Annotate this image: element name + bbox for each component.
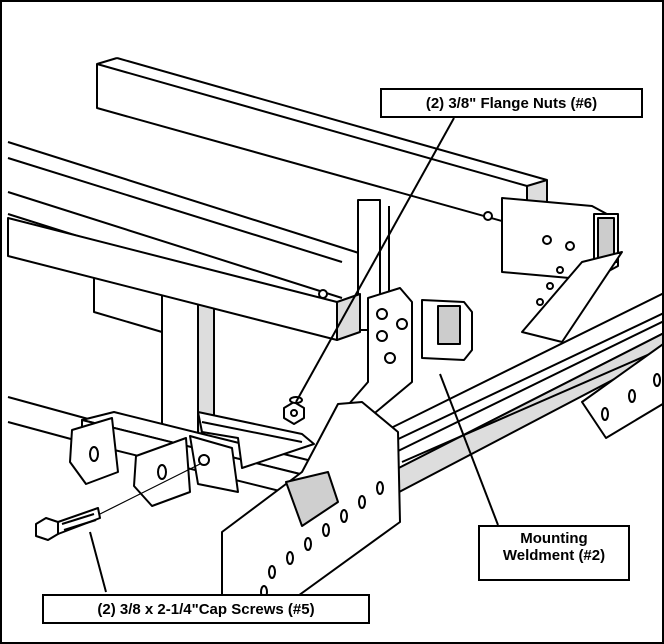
callout-cap-screws: (2) 3/8 x 2-1/4"Cap Screws (#5) [42, 594, 370, 624]
rear-frame-tube [96, 57, 548, 229]
callout-weldment-line2: Weldment (#2) [502, 547, 606, 564]
callout-weldment-line1: Mounting [520, 530, 588, 547]
callout-mounting-weldment: Mounting Weldment (#2) [478, 525, 630, 581]
angled-bracket [521, 251, 623, 343]
leader-lines [89, 117, 499, 593]
flange-nut [283, 396, 305, 425]
alignment-line [99, 463, 201, 515]
callout-cap-screws-text: (2) 3/8 x 2-1/4"Cap Screws (#5) [97, 601, 315, 618]
callout-flange-nuts-text: (2) 3/8" Flange Nuts (#6) [425, 95, 598, 112]
front-frame-tube [7, 217, 361, 341]
callout-flange-nuts: (2) 3/8" Flange Nuts (#6) [380, 88, 643, 118]
ear-plates [69, 417, 239, 507]
right-side-plate [581, 343, 662, 439]
cap-screw [35, 507, 101, 541]
weldment-ledge [197, 411, 315, 469]
mounting-plate [221, 287, 413, 623]
